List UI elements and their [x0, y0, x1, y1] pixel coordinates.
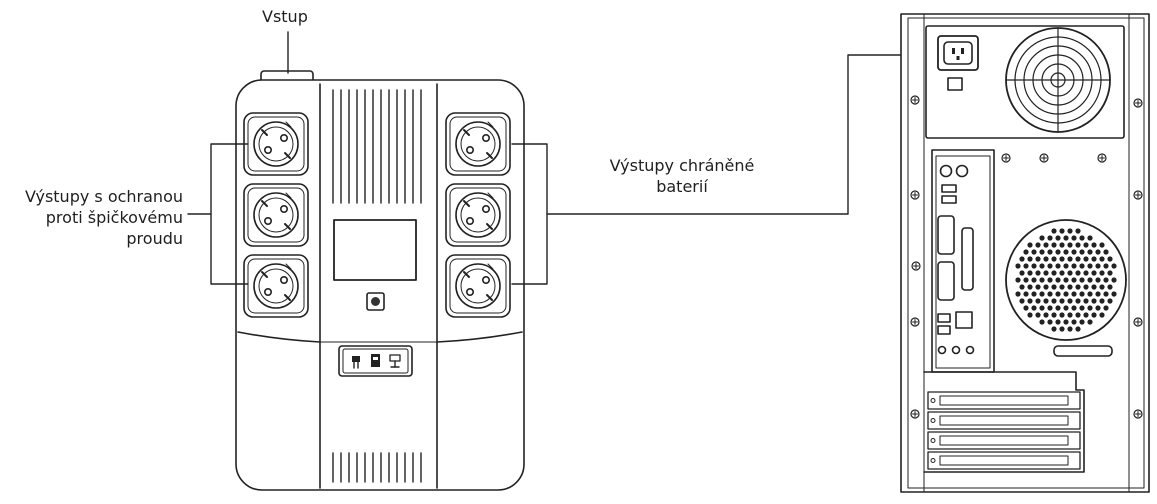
- usb-port: [941, 184, 957, 193]
- case-fan-grille: [1005, 219, 1127, 341]
- top-vent-slots: [332, 89, 422, 204]
- ups-body: [235, 79, 525, 491]
- battery-outlet-3[interactable]: [445, 254, 511, 318]
- battery-icon: [371, 354, 380, 367]
- psu-fan-grille: [1005, 27, 1111, 133]
- screw-icon: [1133, 98, 1143, 108]
- case-screws: [910, 95, 1143, 419]
- surge-label-line-3: proudu: [126, 229, 183, 248]
- screw-icon: [910, 409, 920, 419]
- surge-outlet-2[interactable]: [243, 183, 309, 247]
- screw-icon: [1133, 409, 1143, 419]
- surge-outlet-1[interactable]: [243, 112, 309, 176]
- surge-outlets-label: Výstupy s ochranou proti špičkovému prou…: [0, 186, 183, 249]
- screw-icon: [910, 190, 920, 200]
- battery-outlets-label: Výstupy chráněné baterií: [596, 155, 768, 197]
- pc-tower: [900, 13, 1150, 493]
- expansion-slot-cover: [927, 431, 1081, 450]
- ups-display: [333, 219, 417, 281]
- ps2-port-2: [955, 164, 969, 178]
- screw-icon: [910, 317, 920, 327]
- plug-icon: [352, 356, 360, 369]
- serial-port: [937, 261, 955, 301]
- vga-port: [937, 215, 955, 255]
- battery-backed-outlets: [445, 112, 511, 318]
- screw-icon: [1001, 153, 1011, 163]
- expansion-slot-cover: [927, 411, 1081, 430]
- input-label: Vstup: [262, 7, 308, 26]
- ps2-port-1: [939, 164, 953, 178]
- screw-icon: [1133, 190, 1143, 200]
- parallel-port: [961, 227, 974, 291]
- surge-protected-outlets: [243, 112, 309, 318]
- ups-device: [235, 70, 525, 491]
- screw-icon: [1133, 317, 1143, 327]
- battery-outlet-1[interactable]: [445, 112, 511, 176]
- audio-jack-2: [951, 345, 961, 355]
- expansion-slot-cover: [927, 451, 1081, 470]
- screw-icon: [910, 95, 920, 105]
- power-icon: [371, 297, 380, 306]
- battery-label-line-1: Výstupy chráněné: [609, 156, 755, 175]
- expansion-slot-cover: [927, 391, 1081, 410]
- network-icon: [389, 354, 401, 368]
- expansion-slots: [927, 391, 1081, 470]
- surge-outlet-3[interactable]: [243, 254, 309, 318]
- battery-label-line-2: baterií: [656, 177, 708, 196]
- surge-label-line-1: Výstupy s ochranou: [24, 187, 183, 206]
- screw-icon: [1039, 153, 1049, 163]
- surge-label-line-2: proti špičkovému: [45, 208, 183, 227]
- battery-outlet-2[interactable]: [445, 183, 511, 247]
- audio-jack-3: [965, 345, 975, 355]
- screw-icon: [911, 261, 921, 271]
- lan-port: [955, 311, 973, 329]
- bottom-vent-slots: [332, 452, 422, 483]
- screw-icon: [1097, 153, 1107, 163]
- power-inlet: [937, 35, 979, 71]
- audio-jack-1: [937, 345, 947, 355]
